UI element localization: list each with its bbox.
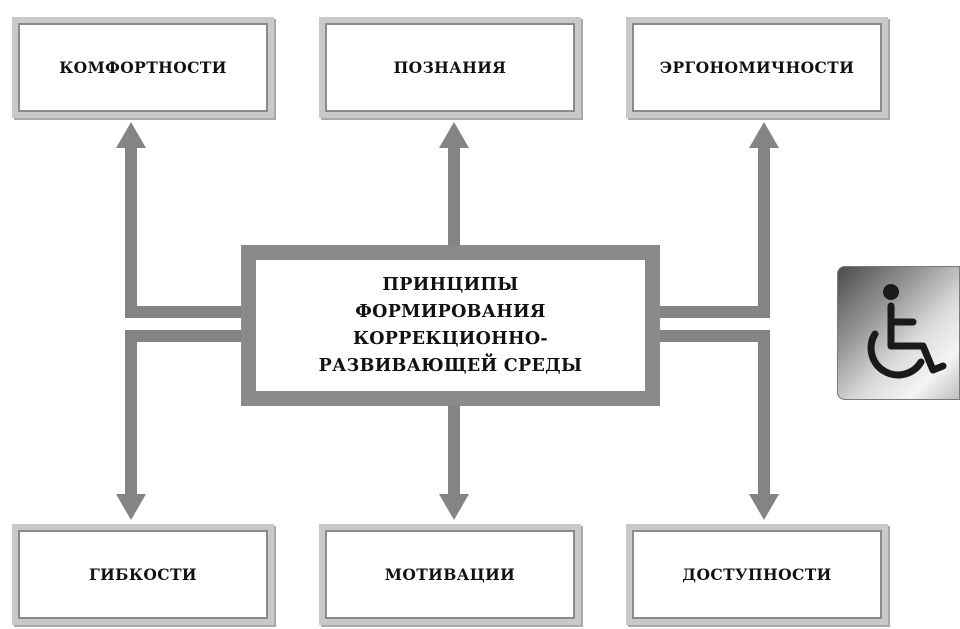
box-komfortnosti: КОМФОРТНОСТИ bbox=[12, 17, 274, 118]
center-title-line-4: РАЗВИВАЮЩЕЙ СРЕДЫ bbox=[318, 355, 583, 376]
arrow-shaft-dostupnosti bbox=[758, 330, 770, 502]
accessibility-badge bbox=[837, 266, 960, 400]
box-poznaniya: ПОЗНАНИЯ bbox=[319, 17, 581, 118]
box-label-poznaniya: ПОЗНАНИЯ bbox=[393, 58, 507, 77]
arrowhead-ergonomichnosti bbox=[749, 122, 779, 148]
center-title: ПРИНЦИПЫ ФОРМИРОВАНИЯ КОРРЕКЦИОННО- РАЗВ… bbox=[319, 272, 583, 380]
wheelchair-icon bbox=[867, 284, 947, 379]
center-principles-box: ПРИНЦИПЫ ФОРМИРОВАНИЯ КОРРЕКЦИОННО- РАЗВ… bbox=[241, 245, 660, 406]
box-dostupnosti: ДОСТУПНОСТИ bbox=[626, 524, 888, 625]
box-label-komfortnosti: КОМФОРТНОСТИ bbox=[59, 58, 227, 77]
center-title-line-3: КОРРЕКЦИОННО- bbox=[353, 328, 548, 349]
arrow-shaft-gibkosti bbox=[125, 330, 137, 502]
arrow-link-ergonomichnosti bbox=[658, 306, 770, 318]
center-principles-inner: ПРИНЦИПЫ ФОРМИРОВАНИЯ КОРРЕКЦИОННО- РАЗВ… bbox=[256, 260, 645, 391]
arrowhead-gibkosti bbox=[116, 494, 146, 520]
arrow-shaft-poznaniya bbox=[448, 140, 460, 246]
arrow-link-komfortnosti bbox=[125, 306, 243, 318]
box-ergonomichnosti: ЭРГОНОМИЧНОСТИ bbox=[626, 17, 888, 118]
arrowhead-motivatsii bbox=[439, 494, 469, 520]
center-title-line-2: ФОРМИРОВАНИЯ bbox=[355, 301, 546, 322]
arrowhead-dostupnosti bbox=[749, 494, 779, 520]
arrow-link-dostupnosti bbox=[658, 330, 770, 342]
arrowhead-komfortnosti bbox=[116, 122, 146, 148]
arrow-shaft-ergonomichnosti bbox=[758, 140, 770, 318]
box-motivatsii: МОТИВАЦИИ bbox=[319, 524, 581, 625]
box-gibkosti: ГИБКОСТИ bbox=[12, 524, 274, 625]
box-label-ergonomichnosti: ЭРГОНОМИЧНОСТИ bbox=[659, 58, 855, 77]
arrowhead-poznaniya bbox=[439, 122, 469, 148]
center-title-line-1: ПРИНЦИПЫ bbox=[382, 274, 519, 295]
arrow-shaft-komfortnosti bbox=[125, 140, 137, 318]
arrow-link-gibkosti bbox=[125, 330, 243, 342]
box-label-motivatsii: МОТИВАЦИИ bbox=[384, 565, 516, 584]
box-label-gibkosti: ГИБКОСТИ bbox=[89, 565, 197, 584]
arrow-shaft-motivatsii bbox=[448, 404, 460, 502]
box-label-dostupnosti: ДОСТУПНОСТИ bbox=[682, 565, 832, 584]
